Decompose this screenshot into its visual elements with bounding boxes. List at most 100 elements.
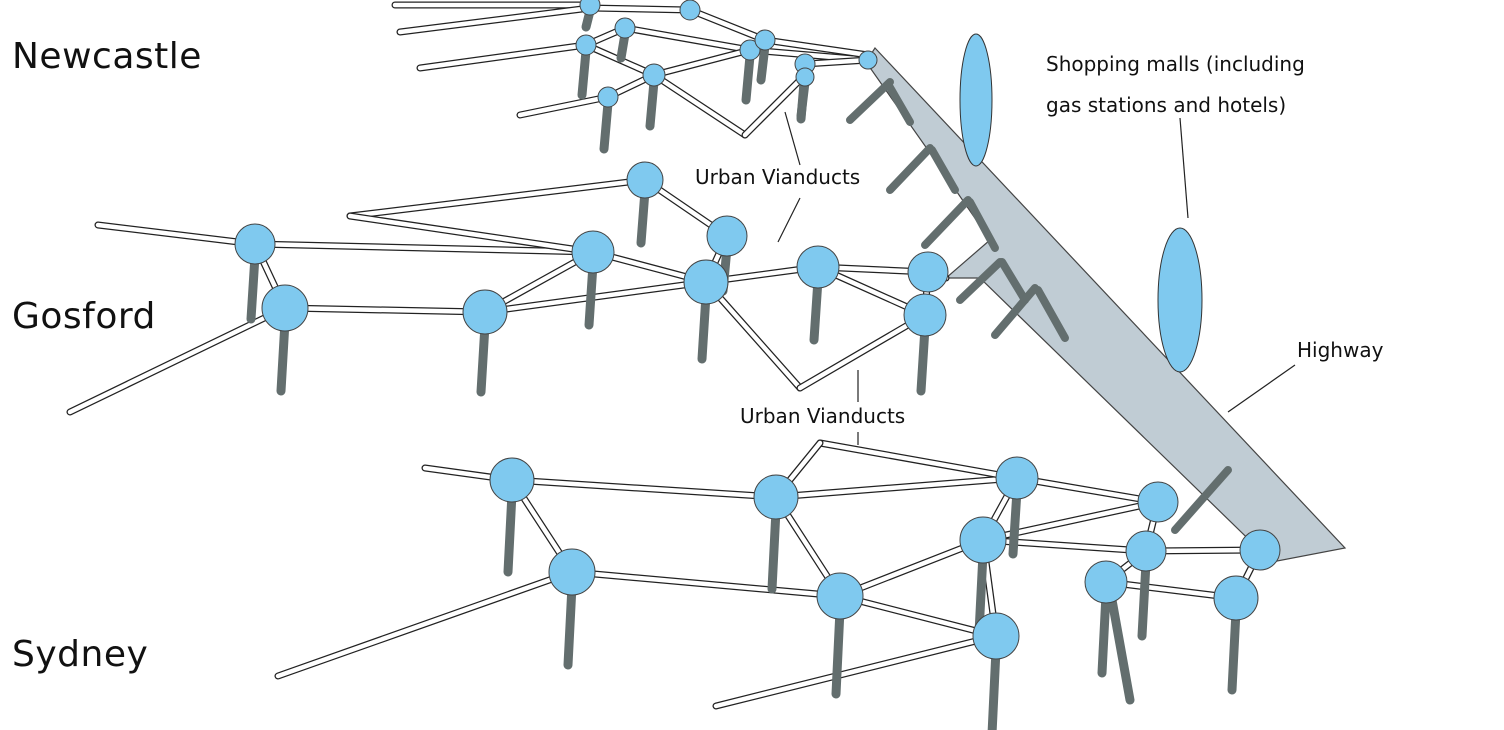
annotation-urban-viaducts-lower: Urban Vianducts (740, 404, 906, 428)
station-node (234, 223, 276, 265)
station-node (796, 245, 840, 289)
city-label-sydney: Sydney (12, 634, 149, 675)
viaduct-tube (622, 25, 753, 53)
shopping-malls (959, 33, 1203, 373)
support-pillar (563, 581, 577, 670)
station-nodes (234, 0, 1281, 660)
leader-line-shopping (1179, 117, 1189, 219)
station-node (1213, 575, 1259, 621)
highway-ramps (846, 78, 1232, 534)
station-node (995, 456, 1039, 500)
viaduct-tube (347, 177, 648, 219)
annotation-shopping-line1: Shopping malls (including (1046, 52, 1305, 76)
support-pillar (767, 505, 781, 594)
viaduct-tube (762, 37, 871, 58)
viaduct-tube (95, 222, 258, 247)
support-pillar (276, 317, 290, 396)
support-pillar (987, 645, 1001, 730)
viaduct-tube (802, 57, 871, 67)
station-node (795, 67, 815, 87)
viaduct-tube (252, 241, 596, 255)
station-node (575, 34, 597, 56)
leader-lines (777, 111, 1296, 445)
viaduct-tube (347, 213, 596, 255)
station-node (858, 50, 878, 70)
station-node (1239, 529, 1281, 571)
viaduct-tube (687, 7, 768, 43)
city-label-newcastle: Newcastle (12, 36, 202, 77)
viaduct-tube (742, 72, 808, 138)
support-pillar (577, 46, 591, 100)
station-node (1137, 481, 1179, 523)
leader-line-highway (1227, 364, 1296, 413)
support-pillar (831, 605, 845, 699)
station-node (626, 161, 664, 199)
support-pillar (584, 260, 598, 330)
station-node (642, 63, 666, 87)
viaduct-tube (713, 633, 999, 709)
station-node (489, 457, 535, 503)
viaduct-tube (837, 537, 986, 599)
support-pillar (476, 320, 490, 397)
support-pillar (246, 251, 260, 324)
viaduct-tube (417, 42, 589, 71)
station-node (614, 17, 636, 39)
support-pillar (599, 98, 613, 154)
viaduct-tube (703, 279, 803, 391)
station-node (816, 572, 864, 620)
support-pillar (741, 51, 755, 105)
annotation-highway: Highway (1297, 338, 1384, 362)
station-node (907, 251, 949, 293)
support-pillar (503, 488, 517, 577)
station-node (706, 215, 748, 257)
viaduct-tube (797, 312, 928, 391)
station-node (579, 0, 601, 16)
station-node (683, 259, 729, 305)
station-node (1125, 530, 1167, 572)
viaduct-tube (773, 475, 1020, 500)
station-node (462, 289, 508, 335)
viaduct-tube (1014, 475, 1161, 505)
station-node (261, 284, 309, 332)
support-pillar (916, 323, 930, 396)
station-node (903, 293, 947, 337)
leader-line-viaducts-upper-b (777, 197, 801, 243)
viaduct-tube (817, 440, 1020, 481)
support-pillar (697, 290, 711, 364)
station-node (972, 612, 1020, 660)
viaduct-tube (651, 47, 753, 78)
support-pillar (756, 41, 770, 85)
station-node (739, 39, 761, 61)
annotation-urban-viaducts-upper: Urban Vianducts (695, 165, 861, 189)
viaduct-tube (509, 477, 779, 500)
support-pillar (1227, 606, 1241, 695)
shopping-mall-pod (1157, 227, 1203, 373)
station-node (597, 86, 619, 108)
viaduct-tube (980, 537, 1149, 554)
highway-group (846, 47, 1347, 563)
support-pillar (796, 77, 810, 121)
annotation-shopping-line2: gas stations and hotels) (1046, 93, 1287, 117)
support-pillar (645, 77, 659, 131)
viaduct-tube (980, 499, 1161, 543)
support-pillar (1107, 595, 1135, 705)
support-pillar (809, 275, 823, 345)
viaduct-tube (282, 305, 488, 315)
viaduct-tube (67, 305, 288, 415)
viaduct-tube (482, 279, 709, 315)
station-node (548, 548, 596, 596)
support-pillar (1137, 558, 1151, 641)
station-node (754, 29, 776, 51)
station-node (679, 0, 701, 21)
shopping-mall-pod (959, 33, 993, 167)
city-label-gosford: Gosford (12, 296, 156, 337)
support-pillar (1008, 486, 1022, 559)
support-pillar (636, 186, 650, 248)
viaduct-tube (275, 569, 575, 679)
leader-line-viaducts-upper-a (784, 111, 801, 166)
viaduct-tube (651, 72, 748, 138)
station-node (571, 230, 615, 274)
viaduct-tube (587, 5, 693, 13)
viaduct-tube (837, 593, 999, 639)
